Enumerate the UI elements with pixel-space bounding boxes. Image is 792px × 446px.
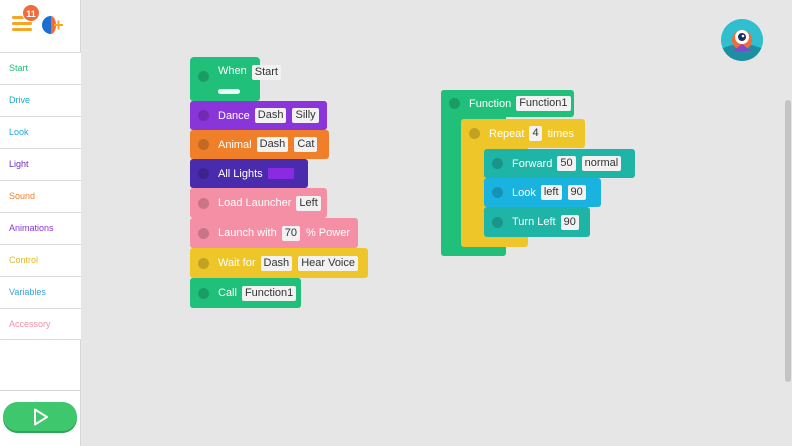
play-icon <box>34 408 48 425</box>
forward-distance-input[interactable]: 50 <box>557 156 576 171</box>
animal-target-dropdown[interactable]: Dash <box>256 137 289 152</box>
menu-icon[interactable] <box>12 16 32 32</box>
function-name-input[interactable]: Function1 <box>516 96 571 111</box>
block-label: Load Launcher <box>218 197 292 209</box>
call-function-block[interactable]: Call Function1 <box>190 278 301 308</box>
function-block[interactable]: Function Function1 <box>441 90 574 117</box>
look-angle-input[interactable]: 90 <box>567 185 586 200</box>
all-lights-block[interactable]: All Lights <box>190 159 308 188</box>
notification-badge: 11 <box>22 4 40 22</box>
repeat-count-input[interactable]: 4 <box>529 126 542 141</box>
block-label: Animal <box>218 138 252 151</box>
repeat-block[interactable]: Repeat 4 times <box>461 119 585 148</box>
look-block[interactable]: Look left 90 <box>484 178 601 207</box>
launcher-side-dropdown[interactable]: Left <box>296 195 321 211</box>
category-light[interactable]: Light <box>0 148 81 180</box>
code-workspace[interactable] <box>81 0 792 446</box>
wait-target-dropdown[interactable]: Dash <box>260 255 293 271</box>
dance-target-dropdown[interactable]: Dash <box>254 108 287 123</box>
when-trigger-dropdown[interactable]: Start <box>251 65 281 80</box>
animal-block[interactable]: Animal Dash Cat <box>190 130 329 159</box>
category-drive[interactable]: Drive <box>0 84 81 116</box>
category-variables[interactable]: Variables <box>0 276 81 308</box>
sidebar-header: 11 <box>0 0 81 52</box>
trigger-option-bar[interactable] <box>218 89 240 94</box>
dance-style-dropdown[interactable]: Silly <box>292 108 319 123</box>
block-label: Turn Left <box>512 216 556 228</box>
sidebar: 11 Start Drive Look Light Sound Animatio… <box>0 0 81 446</box>
turn-left-block[interactable]: Turn Left 90 <box>484 207 590 237</box>
block-label: Look <box>512 186 536 199</box>
forward-block[interactable]: Forward 50 normal <box>484 149 635 178</box>
block-label: Forward <box>512 157 553 170</box>
call-function-dropdown[interactable]: Function1 <box>241 285 297 301</box>
launch-block[interactable]: Launch with 70 % Power <box>190 218 358 248</box>
robot-icon <box>721 19 763 61</box>
block-label: Dance <box>218 109 250 122</box>
block-label: Repeat <box>489 127 525 140</box>
wait-event-dropdown[interactable]: Hear Voice <box>298 255 358 271</box>
scrollbar-track[interactable] <box>784 0 792 446</box>
category-accessory[interactable]: Accessory <box>0 308 81 340</box>
wait-for-block[interactable]: Wait for Dash Hear Voice <box>190 248 368 278</box>
category-sound[interactable]: Sound <box>0 180 81 212</box>
category-start[interactable]: Start <box>0 52 81 84</box>
launch-power-input[interactable]: 70 <box>281 225 300 241</box>
block-label: Wait for <box>218 257 256 269</box>
light-color-picker[interactable] <box>267 168 294 179</box>
block-label: Call <box>218 287 237 299</box>
category-list: Start Drive Look Light Sound Animations … <box>0 52 81 340</box>
category-control[interactable]: Control <box>0 244 81 276</box>
block-label: Launch with <box>218 227 277 239</box>
block-label: All Lights <box>218 167 263 180</box>
load-launcher-block[interactable]: Load Launcher Left <box>190 188 327 218</box>
category-look[interactable]: Look <box>0 116 81 148</box>
block-suffix: % Power <box>305 227 350 239</box>
app-logo-icon[interactable] <box>42 14 64 36</box>
scrollbar-thumb[interactable] <box>785 100 791 382</box>
play-button[interactable] <box>3 402 77 431</box>
when-start-block[interactable]: When Start <box>190 57 281 101</box>
forward-speed-dropdown[interactable]: normal <box>581 156 622 171</box>
dance-block[interactable]: Dance Dash Silly <box>190 101 327 130</box>
turn-angle-input[interactable]: 90 <box>560 214 579 230</box>
category-animations[interactable]: Animations <box>0 212 81 244</box>
animal-sound-dropdown[interactable]: Cat <box>294 137 318 152</box>
robot-avatar[interactable] <box>721 19 763 61</box>
sidebar-footer <box>0 390 81 446</box>
block-suffix: times <box>547 127 574 140</box>
look-direction-dropdown[interactable]: left <box>540 185 562 200</box>
block-label: Function <box>469 97 512 110</box>
block-label: When <box>218 65 247 77</box>
